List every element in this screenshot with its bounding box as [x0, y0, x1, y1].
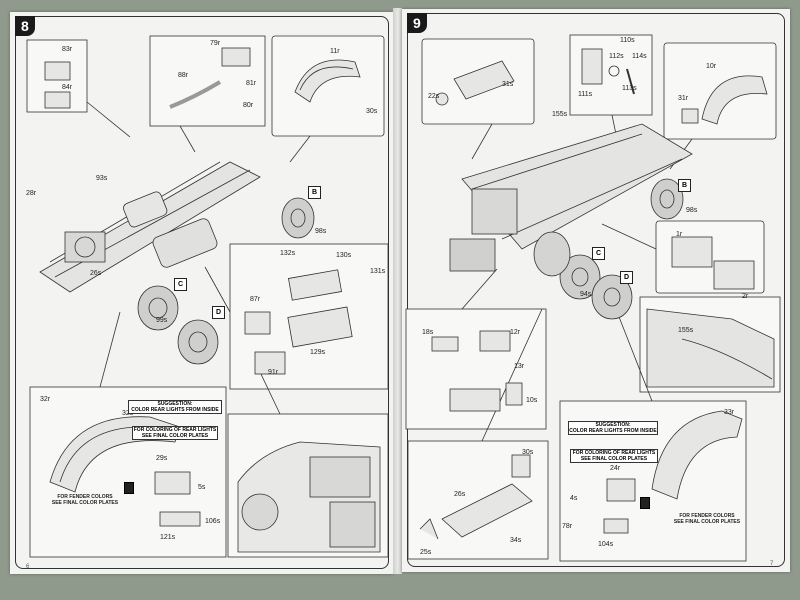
part-label: 31s [502, 81, 514, 88]
part-label: 130s [336, 252, 352, 259]
step-number-badge: 9 [407, 13, 427, 33]
part-label: 88r [178, 72, 189, 79]
part-label: 93s [96, 175, 108, 182]
callout-c: C [592, 247, 605, 260]
part-label: 12r [510, 329, 521, 336]
part-label: 131s [370, 268, 386, 275]
part-label: 87r [250, 296, 261, 303]
fender-note-line: SEE FINAL COLOR PLATES [673, 519, 741, 525]
part-label: 79r [210, 40, 221, 47]
part-label: 22s [428, 93, 440, 100]
part-label: 13r [514, 363, 525, 370]
suggestion-line: COLOR REAR LIGHTS FROM INSIDE [569, 428, 657, 434]
suggestion-box: FOR COLORING OF REAR LIGHTS SEE FINAL CO… [132, 426, 218, 440]
fender-note-line: SEE FINAL COLOR PLATES [51, 500, 119, 506]
callout-d: D [212, 306, 225, 319]
suggestion-line: SEE FINAL COLOR PLATES [580, 456, 648, 462]
part-label: 34s [510, 537, 522, 544]
part-label: 33r [724, 409, 735, 416]
callout-b: B [678, 179, 691, 192]
suggestion-box: SUGGESTION: COLOR REAR LIGHTS FROM INSID… [128, 400, 222, 414]
page-frame [15, 16, 389, 569]
part-label: 29s [156, 455, 168, 462]
part-label: 83r [62, 46, 73, 53]
part-label: 10r [706, 63, 717, 70]
part-label: 114s [632, 53, 647, 60]
part-label: 121s [160, 534, 176, 541]
part-label: 81r [246, 80, 257, 87]
part-label: 26s [454, 491, 466, 498]
part-label: 91r [268, 369, 279, 376]
part-label: 4s [570, 495, 578, 502]
part-label: 10s [526, 397, 538, 404]
part-label: 99s [156, 317, 168, 324]
part-label: 112s [609, 53, 624, 60]
part-label: 104s [598, 541, 614, 548]
part-label: 30s [522, 449, 534, 456]
part-label: 2r [742, 293, 749, 300]
fender-color-note: FOR FENDER COLORS SEE FINAL COLOR PLATES [50, 494, 120, 506]
color-swatch-icon [640, 497, 650, 509]
part-label: 98s [686, 207, 698, 214]
callout-c: C [174, 278, 187, 291]
page-number: 7 [770, 561, 774, 567]
callout-b: B [308, 186, 321, 199]
part-label: 25s [420, 549, 432, 556]
part-label: 129s [310, 349, 326, 356]
instruction-page-right: 9 [402, 9, 790, 572]
suggestion-box: FOR COLORING OF REAR LIGHTS SEE FINAL CO… [570, 449, 658, 463]
part-label: 30s [366, 108, 378, 115]
page-fold [393, 8, 402, 574]
part-label: 24r [610, 465, 621, 472]
part-label: 5s [198, 484, 206, 491]
part-label: 32s [122, 410, 133, 417]
fender-color-note: FOR FENDER COLORS SEE FINAL COLOR PLATES [672, 513, 742, 525]
suggestion-line: FOR COLORING OF REAR LIGHTS [133, 427, 217, 433]
part-label: 106s [205, 518, 221, 525]
suggestion-line: FOR COLORING OF REAR LIGHTS [572, 450, 656, 456]
part-label: 80r [243, 102, 254, 109]
suggestion-line: SEE FINAL COLOR PLATES [141, 433, 209, 439]
part-label: 155s [678, 327, 694, 334]
part-label: 155s [552, 111, 568, 118]
part-label: 111s [578, 91, 593, 98]
part-label: 98s [315, 228, 327, 235]
suggestion-box: SUGGESTION: COLOR REAR LIGHTS FROM INSID… [568, 421, 658, 435]
part-label: 32r [40, 396, 51, 403]
part-label: 11r [330, 48, 340, 55]
part-label: 113s [622, 85, 637, 92]
callout-d: D [620, 271, 633, 284]
part-label: 18s [422, 329, 434, 336]
page-frame [407, 13, 785, 567]
part-label: 94s [580, 291, 592, 298]
page-number: 6 [26, 564, 30, 570]
assembly-illustration [405, 34, 781, 562]
fender-note-line: FOR FENDER COLORS [57, 494, 113, 500]
part-label: 84r [62, 84, 73, 91]
part-label: 1r [676, 231, 683, 238]
suggestion-line: COLOR REAR LIGHTS FROM INSIDE [131, 407, 219, 413]
part-label: 28r [26, 190, 37, 197]
color-swatch-icon [124, 482, 134, 494]
part-label: 26s [90, 270, 102, 277]
part-label: 110s [620, 37, 635, 44]
step-number-badge: 8 [15, 16, 35, 36]
part-label: 78r [562, 523, 573, 530]
fender-note-line: FOR FENDER COLORS [679, 513, 735, 519]
part-label: 132s [280, 250, 296, 257]
suggestion-title: SUGGESTION: [595, 422, 631, 428]
instruction-page-left: 8 [10, 12, 393, 574]
part-label: 31r [678, 95, 689, 102]
suggestion-title: SUGGESTION: [157, 401, 193, 407]
